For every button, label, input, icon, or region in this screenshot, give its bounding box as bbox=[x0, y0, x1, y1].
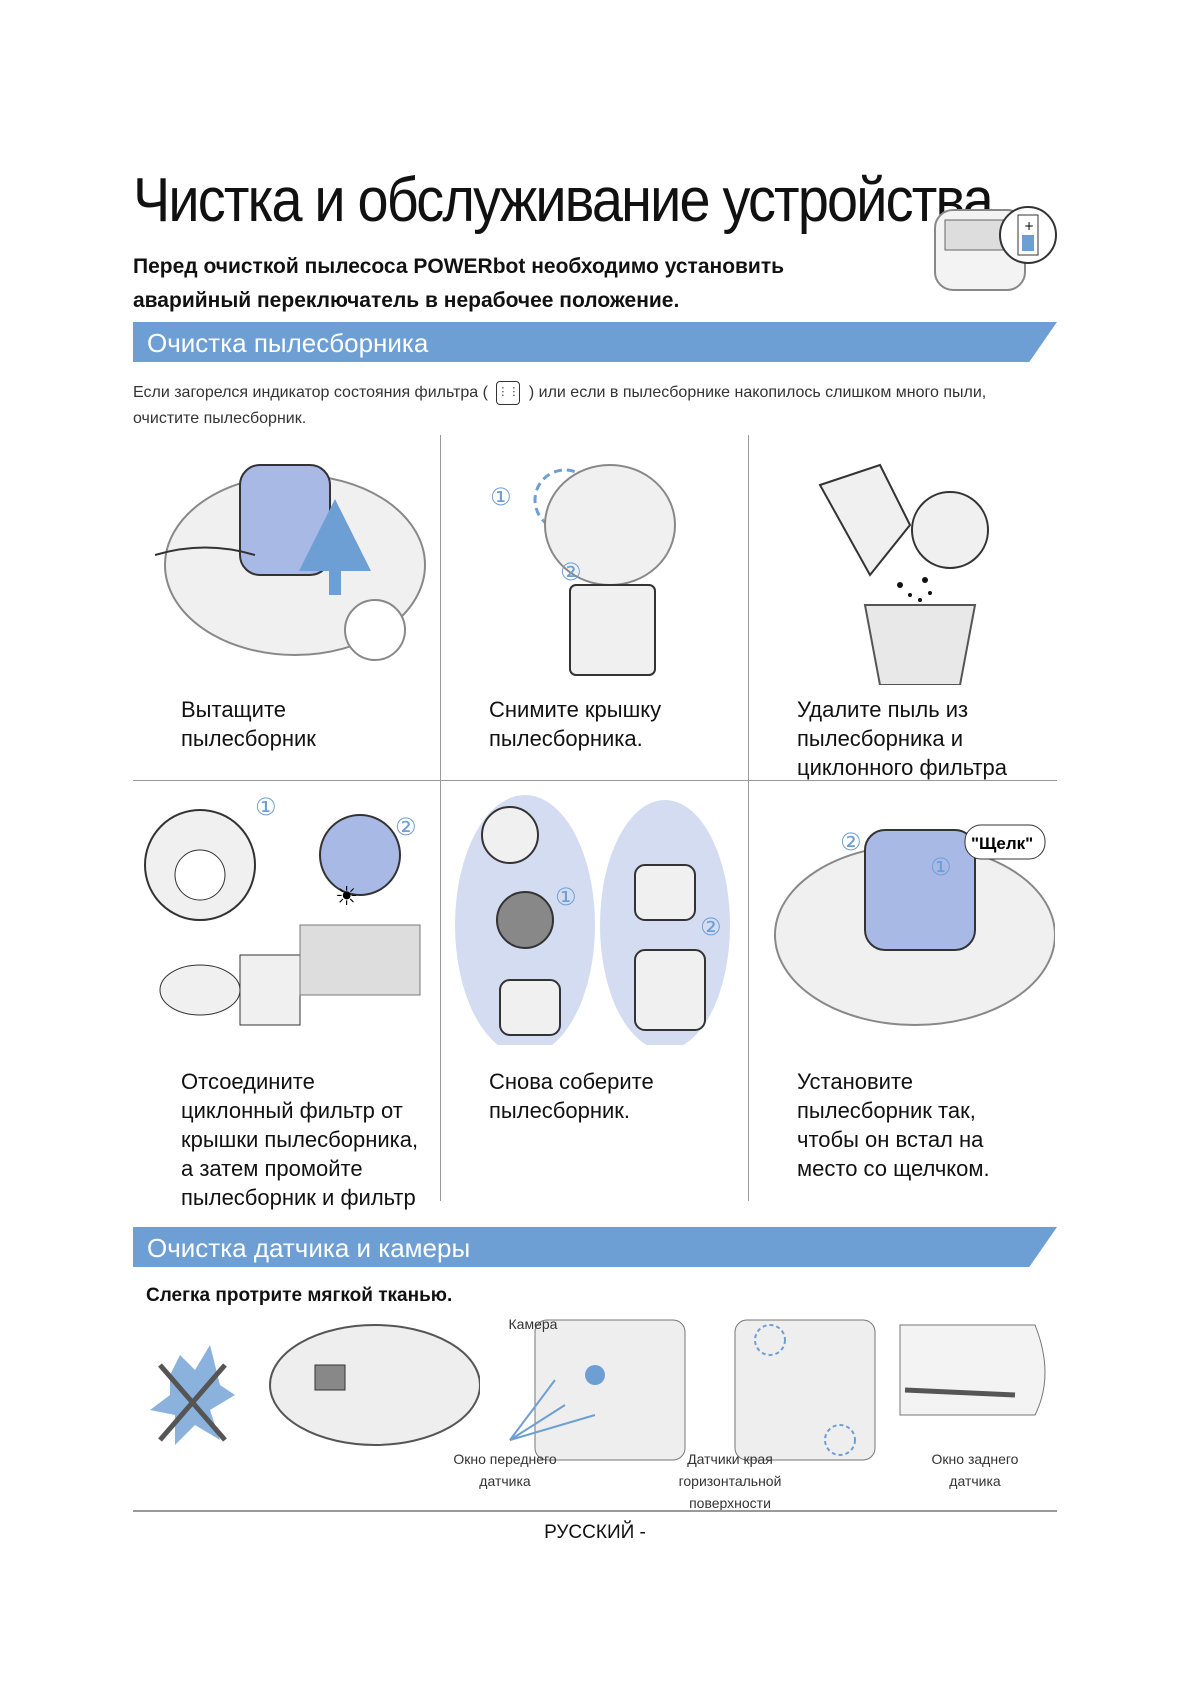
page-footer: РУССКИЙ - bbox=[544, 1522, 646, 1543]
section-dustbin-heading: Очистка пылесборника bbox=[133, 322, 1057, 362]
step2-illustration: ① ② bbox=[490, 464, 676, 676]
step6-illustration: ② ① "Щелк" bbox=[774, 824, 1055, 1026]
rear-sensor-label: Окно заднего датчика bbox=[931, 1451, 1019, 1489]
step4-illustration: ① ② ☀ bbox=[144, 795, 421, 1026]
wipe-instruction: Слегка протрите мягкой тканью. bbox=[146, 1285, 453, 1306]
step3-illustration bbox=[818, 463, 989, 685]
grid-divider bbox=[748, 435, 749, 780]
wipe-illustration bbox=[150, 1324, 480, 1446]
edge-sensor-illustration bbox=[734, 1319, 876, 1461]
svg-text:☀: ☀ bbox=[335, 881, 358, 911]
desc-part2: ) или если в пылесборнике накопилось сли… bbox=[133, 384, 987, 427]
section-sensor-title: Очистка датчика и камеры bbox=[147, 1233, 471, 1263]
section-dustbin-title: Очистка пылесборника bbox=[147, 328, 429, 358]
page-title: Чистка и обслуживание устройства bbox=[133, 166, 994, 235]
step1-illustration bbox=[154, 464, 426, 661]
svg-text:①: ① bbox=[255, 795, 277, 821]
grid-divider bbox=[440, 781, 441, 1201]
step6-text: Установите пылесборник так, чтобы он вст… bbox=[797, 1069, 990, 1181]
step-number-1: ① bbox=[490, 484, 512, 511]
section-sensor-heading: Очистка датчика и камеры bbox=[133, 1227, 1057, 1267]
grid-divider bbox=[133, 780, 1057, 781]
step1-text: Вытащите пылесборник bbox=[181, 697, 316, 751]
step4-text: Отсоедините циклонный фильтр от крышки п… bbox=[181, 1069, 419, 1210]
svg-text:②: ② bbox=[700, 914, 722, 941]
click-label: "Щелк" bbox=[971, 834, 1033, 853]
step5-text: Снова соберите пылесборник. bbox=[489, 1069, 654, 1123]
dustbin-description: Если загорелся индикатор состояния фильт… bbox=[133, 380, 1033, 432]
grid-divider bbox=[440, 435, 441, 780]
svg-text:+: + bbox=[1024, 219, 1034, 233]
camera-label: Камера bbox=[508, 1316, 558, 1332]
svg-text:①: ① bbox=[930, 854, 952, 881]
step5-illustration: ① ② bbox=[455, 795, 730, 1045]
grid-divider bbox=[748, 781, 749, 1201]
rear-sensor-illustration bbox=[899, 1324, 1046, 1416]
intro-text: Перед очисткой пылесоса POWERbot необход… bbox=[133, 255, 785, 312]
filter-status-icon: ⋮⋮ bbox=[496, 380, 521, 405]
front-sensor-label: Окно переднего датчика bbox=[453, 1451, 557, 1489]
svg-text:①: ① bbox=[555, 884, 577, 911]
footer-divider bbox=[133, 1510, 1057, 1512]
step3-text: Удалите пыль из пылесборника и циклонног… bbox=[797, 697, 1008, 780]
desc-part1: Если загорелся индикатор состояния фильт… bbox=[133, 384, 488, 401]
camera-illustration bbox=[509, 1319, 686, 1461]
step-number-2: ② bbox=[560, 559, 582, 586]
svg-text:②: ② bbox=[395, 814, 417, 841]
safety-switch-illustration: + bbox=[934, 206, 1057, 291]
step2-text: Снимите крышку пылесборника. bbox=[489, 697, 662, 751]
edge-sensor-label: Датчики края горизонтальной поверхности bbox=[678, 1451, 782, 1511]
svg-text:②: ② bbox=[840, 829, 862, 856]
